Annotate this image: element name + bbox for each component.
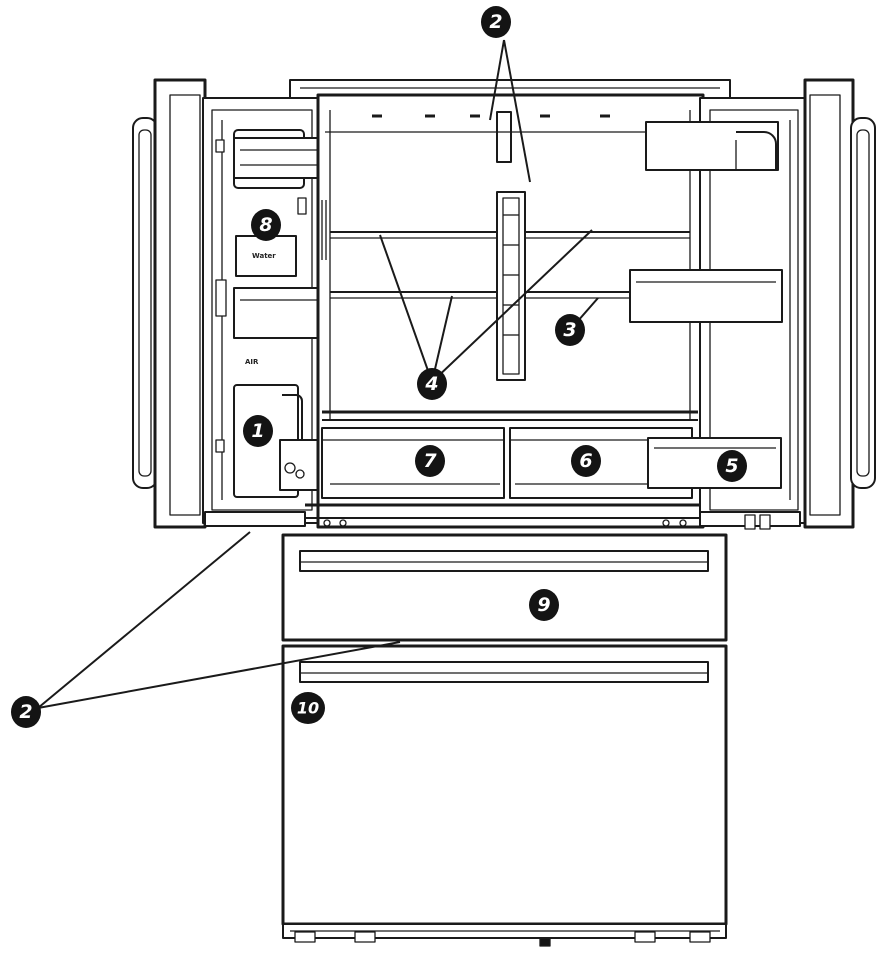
callout-5: 5 <box>717 450 747 482</box>
svg-text:7: 7 <box>423 450 437 472</box>
svg-text:9: 9 <box>537 594 550 616</box>
left-door: Water AIR <box>132 78 375 529</box>
svg-text:5: 5 <box>725 455 738 477</box>
callout-2-left: 2 <box>11 696 41 728</box>
svg-text:2: 2 <box>489 11 502 33</box>
air-filter-label: AIR <box>245 358 259 366</box>
freezer-drawer-upper <box>281 533 728 642</box>
svg-text:8: 8 <box>259 214 272 236</box>
callout-8: 8 <box>251 209 281 241</box>
svg-text:6: 6 <box>579 450 592 472</box>
fridge-base <box>282 923 727 947</box>
callout-7: 7 <box>415 445 445 477</box>
right-door <box>629 78 876 530</box>
shelf-rail <box>496 191 526 381</box>
leader-lines <box>37 39 599 709</box>
callout-1: 1 <box>243 415 273 447</box>
water-filter-label: Water <box>252 252 276 260</box>
callout-3: 3 <box>555 314 585 346</box>
callout-10: 10 <box>291 692 325 724</box>
crisper-cover <box>322 410 698 421</box>
callout-2-top: 2 <box>481 6 511 38</box>
freezer-drawer-lower <box>281 639 728 926</box>
svg-text:10: 10 <box>297 699 319 718</box>
crisper-drawer-left <box>321 427 505 499</box>
svg-text:2: 2 <box>19 701 32 723</box>
callout-4: 4 <box>417 368 447 400</box>
svg-text:1: 1 <box>251 420 264 442</box>
callout-9: 9 <box>529 589 559 621</box>
svg-text:3: 3 <box>563 319 576 341</box>
callout-6: 6 <box>571 445 601 477</box>
svg-text:4: 4 <box>424 373 438 395</box>
